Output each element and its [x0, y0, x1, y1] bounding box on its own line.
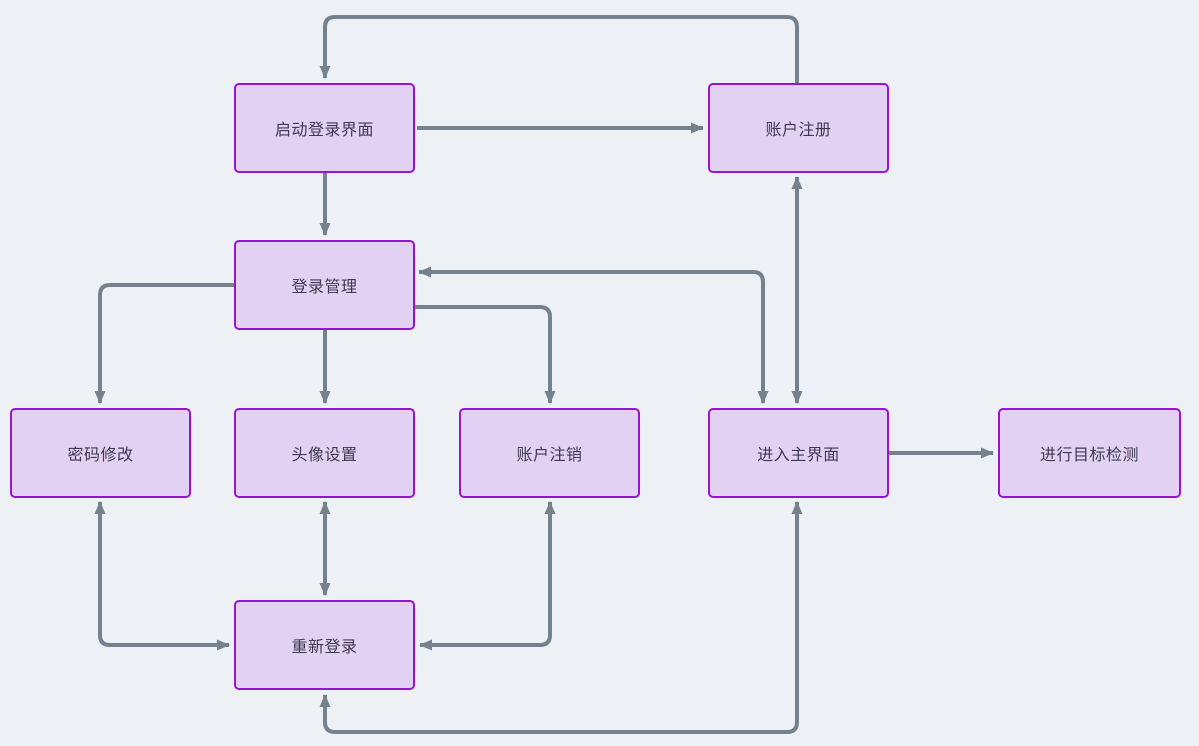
node-login-management[interactable]: 登录管理 [234, 240, 415, 330]
edge-account-logout-relogin [419, 501, 556, 651]
node-launch-login-label: 启动登录界面 [274, 122, 374, 139]
node-avatar-settings-label: 头像设置 [291, 447, 358, 464]
node-relogin[interactable]: 重新登录 [234, 600, 415, 690]
node-relogin-label: 重新登录 [291, 639, 358, 656]
edge-enter-main-login-management [418, 266, 769, 404]
node-launch-login[interactable]: 启动登录界面 [234, 83, 415, 173]
edge-login-management-to-account-logout [415, 305, 556, 404]
node-enter-main[interactable]: 进入主界面 [708, 408, 889, 498]
edge-login-management-to-password-change [94, 283, 234, 404]
edge-register-to-launch [319, 15, 799, 84]
edge-password-change-relogin [94, 501, 230, 651]
node-password-change[interactable]: 密码修改 [10, 408, 191, 498]
node-account-logout-label: 账户注销 [516, 447, 583, 464]
node-password-change-label: 密码修改 [67, 447, 134, 464]
node-enter-main-label: 进入主界面 [757, 447, 840, 464]
node-target-detection[interactable]: 进行目标检测 [998, 408, 1181, 498]
node-account-register[interactable]: 账户注册 [708, 83, 889, 173]
node-account-register-label: 账户注册 [765, 122, 832, 139]
node-login-management-label: 登录管理 [291, 279, 358, 296]
node-target-detection-label: 进行目标检测 [1039, 447, 1139, 464]
node-account-logout[interactable]: 账户注销 [459, 408, 640, 498]
node-avatar-settings[interactable]: 头像设置 [234, 408, 415, 498]
